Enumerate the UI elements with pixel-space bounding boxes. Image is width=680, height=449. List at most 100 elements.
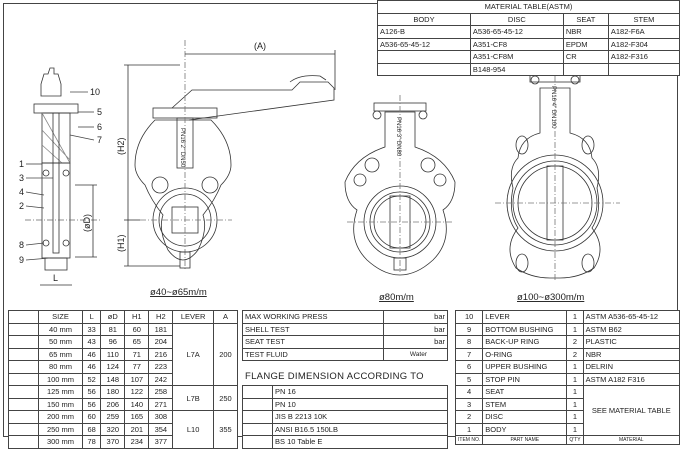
dim-cell: 234 <box>124 435 150 449</box>
lever-cell: L7B <box>172 385 214 411</box>
qty: 1 <box>566 322 584 336</box>
dim-cell: 320 <box>100 422 126 436</box>
header-body: BODY <box>377 12 471 26</box>
cell: A351-CF8 <box>469 37 564 51</box>
caption-40-65: ø40~ø65m/m <box>150 287 207 298</box>
dim-a-label: (A) <box>254 41 266 51</box>
dim-cell: 110 <box>100 347 126 361</box>
cell <box>562 62 609 76</box>
qty: 1 <box>566 422 584 436</box>
header-disc: DISC <box>469 12 564 26</box>
dim-cell: 201 <box>124 422 150 436</box>
material-table-title: MATERIAL TABLE(ASTM) <box>377 0 680 14</box>
lever-cell: L7A <box>172 322 214 386</box>
parts-header: Q'TY <box>566 435 584 445</box>
dim-cell: 259 <box>100 410 126 424</box>
callout-7: 7 <box>97 135 102 145</box>
callout-1: 1 <box>19 159 24 169</box>
part-name: UPPER BUSHING <box>482 360 568 374</box>
item-no: 10 <box>454 310 484 324</box>
item-no: 8 <box>454 335 484 349</box>
table-row: JIS B 2213 10K <box>242 410 448 424</box>
dim-cell: 60 <box>81 410 102 424</box>
header-h1: H1 <box>124 310 150 324</box>
dim-d-label: (øD) <box>82 214 92 232</box>
flange-item: JIS B 2213 10K <box>272 410 448 424</box>
dim-cell: 52 <box>81 372 102 386</box>
qty: 1 <box>566 397 584 411</box>
dim-cell: 206 <box>100 397 126 411</box>
flange-item: PN 16 <box>272 385 448 399</box>
see-material: SEE MATERIAL TABLE <box>582 385 680 436</box>
dim-cell: 122 <box>124 385 150 399</box>
press-unit: Water <box>383 347 449 361</box>
body-mark-80: PN16 3" DN80 <box>395 117 401 157</box>
dim-cell: 165 <box>124 410 150 424</box>
dim-cell: 68 <box>81 422 102 436</box>
blank-cell <box>8 347 39 361</box>
material: ASTM B62 <box>582 322 680 336</box>
cell <box>607 62 680 76</box>
dim-cell: 300 mm <box>38 435 83 449</box>
dim-cell: 43 <box>81 335 102 349</box>
part-name: DISC <box>482 410 568 424</box>
qty: 1 <box>566 360 584 374</box>
part-name: LEVER <box>482 310 568 324</box>
dim-cell: 33 <box>81 322 102 336</box>
dim-cell: 204 <box>148 335 174 349</box>
item-no: 2 <box>454 410 484 424</box>
a-cell: 250 <box>212 385 239 411</box>
callout-2: 2 <box>19 201 24 211</box>
blank-cell <box>8 385 39 399</box>
part-name: BOTTOM BUSHING <box>482 322 568 336</box>
dim-h1-label: (H1) <box>116 234 126 252</box>
callout-4: 4 <box>19 187 24 197</box>
part-name: STEM <box>482 397 568 411</box>
item-no: 9 <box>454 322 484 336</box>
dim-cell: 181 <box>148 322 174 336</box>
dim-cell: 80 mm <box>38 360 83 374</box>
dim-cell: 216 <box>148 347 174 361</box>
header-stem: STEM <box>607 12 680 26</box>
header-seat: SEAT <box>562 12 609 26</box>
qty: 2 <box>566 335 584 349</box>
blank-cell <box>8 335 39 349</box>
cell: A351-CF8M <box>469 50 564 64</box>
dim-cell: 71 <box>124 347 150 361</box>
dim-cell: 65 <box>124 335 150 349</box>
body-mark-50: PN16 2" DN50 <box>179 128 185 168</box>
callout-8: 8 <box>19 240 24 250</box>
dim-cell: 200 mm <box>38 410 83 424</box>
dim-cell: 78 <box>81 435 102 449</box>
part-name: SEAT <box>482 385 568 399</box>
dim-cell: 107 <box>124 372 150 386</box>
item-no: 3 <box>454 397 484 411</box>
blank-cell <box>8 372 39 386</box>
blank-cell <box>8 360 39 374</box>
qty: 1 <box>566 310 584 324</box>
dim-cell: 271 <box>148 397 174 411</box>
header-a: A <box>212 310 239 324</box>
flange-item: ANSI B16.5 150LB <box>272 422 448 436</box>
press-unit: bar <box>383 322 449 336</box>
caption-100-300: ø100~ø300m/m <box>517 292 584 303</box>
flange-item: PN 10 <box>272 397 448 411</box>
dim-cell: 65 mm <box>38 347 83 361</box>
cell: CR <box>562 50 609 64</box>
cell: NBR <box>562 25 609 39</box>
press-label: SHELL TEST <box>242 322 384 336</box>
dim-cell: 77 <box>124 360 150 374</box>
flange-item: BS 10 Table E <box>272 435 448 449</box>
flange-title: FLANGE DIMENSION ACCORDING TO <box>245 371 424 382</box>
item-no: 5 <box>454 372 484 386</box>
dim-cell: 370 <box>100 435 126 449</box>
